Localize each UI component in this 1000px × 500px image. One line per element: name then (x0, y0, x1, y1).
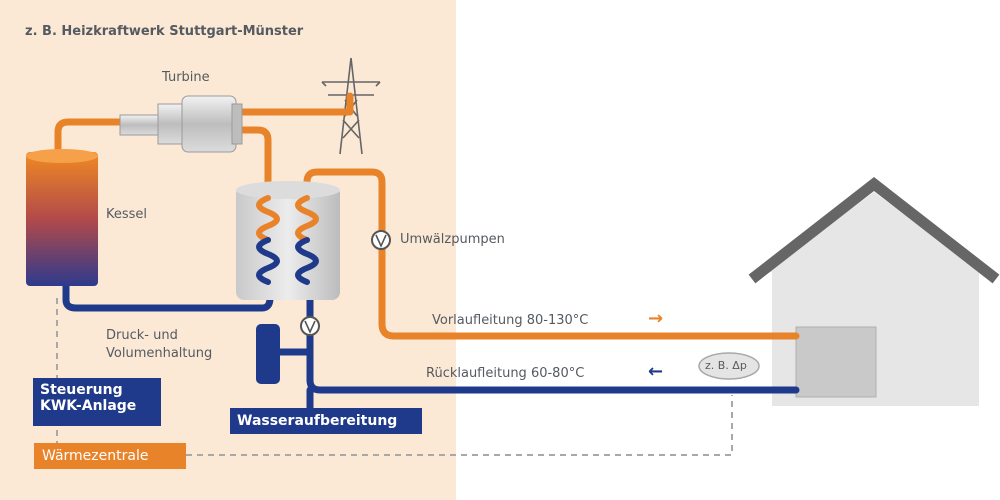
control-box-line1: Steuerung (40, 382, 123, 398)
control-line-dashed (56, 298, 733, 456)
control-box: Steuerung KWK-Anlage (33, 378, 161, 426)
diagram-title: z. B. Heizkraftwerk Stuttgart-Münster (25, 24, 304, 39)
control-box-line2: KWK-Anlage (40, 398, 137, 414)
supply-arrow-icon: → (648, 308, 664, 329)
turbine (119, 95, 243, 153)
boiler-label: Kessel (106, 207, 148, 222)
turbine-label: Turbine (162, 70, 210, 85)
pumps-label: Umwälzpumpen (400, 232, 505, 247)
heat-center-box: Wärmezentrale (34, 443, 186, 469)
return-pipes (62, 271, 800, 414)
differential-pressure-label: z. B. Δp (705, 359, 747, 372)
differential-pressure-oval (698, 352, 760, 380)
house (748, 177, 1000, 406)
water-treatment-box: Wasseraufbereitung (230, 408, 422, 434)
supply-pipes (54, 92, 800, 340)
house-roof (748, 177, 1000, 284)
return-line-label: Rücklaufleitung 60-80°C (426, 366, 585, 381)
heat-exchanger-coils (256, 195, 319, 285)
house-substation (795, 326, 877, 398)
circulation-pump-top (371, 230, 391, 250)
return-arrow-icon: ← (648, 361, 664, 382)
supply-line-label: Vorlaufleitung 80-130°C (432, 313, 589, 328)
boiler (26, 149, 98, 286)
heat-exchanger-tank (236, 181, 340, 300)
house-gable (767, 192, 983, 272)
pressure-label-line2: Volumenhaltung (106, 346, 213, 361)
pressure-label-line1: Druck- und (106, 328, 178, 343)
pressure-vessel (256, 324, 280, 384)
circulation-pump-bottom (300, 316, 320, 336)
